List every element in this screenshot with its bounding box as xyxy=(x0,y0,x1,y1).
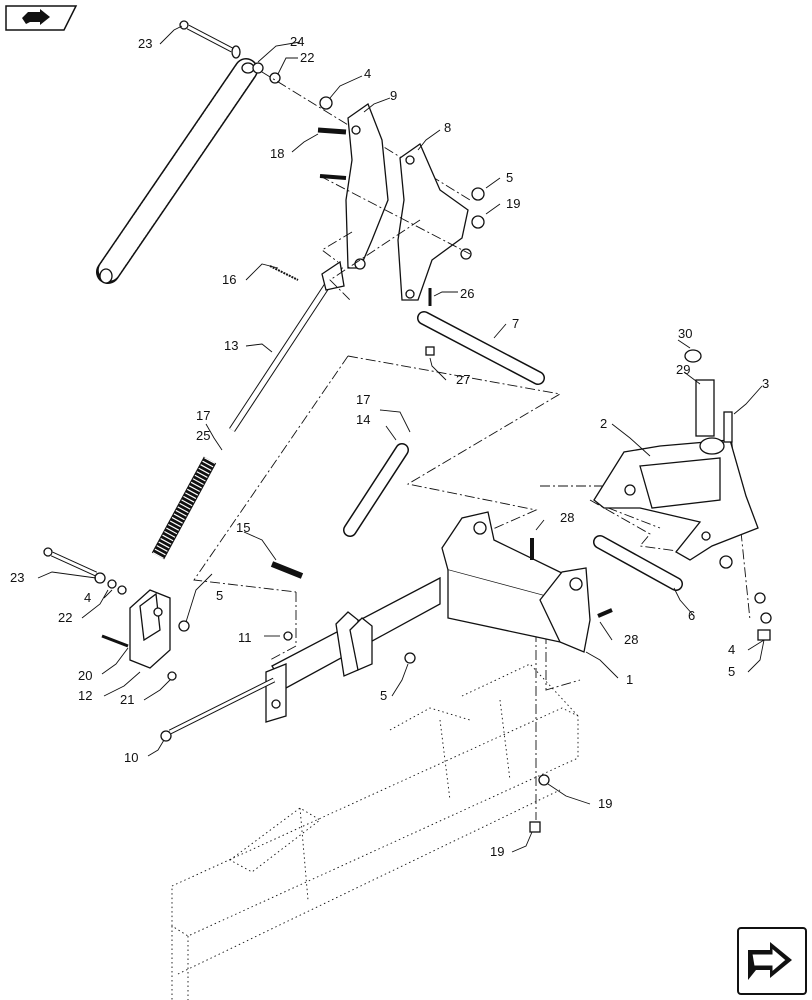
next-page-arrow-icon[interactable] xyxy=(737,927,807,995)
bolt-23-bottom xyxy=(43,547,98,577)
callout-1: 1 xyxy=(626,672,633,687)
callout-5: 5 xyxy=(380,688,387,703)
callout-22: 22 xyxy=(58,610,72,625)
callout-5: 5 xyxy=(506,170,513,185)
callout-14: 14 xyxy=(356,412,370,427)
cap-30 xyxy=(684,349,702,363)
bracket-9 xyxy=(345,102,389,270)
callout-19: 19 xyxy=(506,196,520,211)
callout-19: 19 xyxy=(598,796,612,811)
callout-16: 16 xyxy=(222,272,236,287)
main-frame-1 xyxy=(265,511,591,723)
implement-beam-outline xyxy=(171,663,579,1000)
nut-22-top xyxy=(269,72,281,84)
callout-5: 5 xyxy=(728,664,735,679)
callout-4: 4 xyxy=(84,590,91,605)
pivot-bracket-12 xyxy=(129,589,171,669)
bracket-8 xyxy=(397,143,469,301)
pin-7 xyxy=(417,311,545,385)
callout-28: 28 xyxy=(624,632,638,647)
callout-2: 2 xyxy=(600,416,607,431)
bushing-29 xyxy=(695,379,715,437)
callout-13: 13 xyxy=(224,338,238,353)
book-arrow-icon[interactable] xyxy=(5,5,78,31)
callout-18: 18 xyxy=(270,146,284,161)
nut-5-top xyxy=(471,187,485,201)
callout-11: 11 xyxy=(238,630,252,645)
callout-7: 7 xyxy=(512,316,519,331)
tension-spring xyxy=(96,58,258,284)
callout-19: 19 xyxy=(490,844,504,859)
callout-3: 3 xyxy=(762,376,769,391)
callout-8: 8 xyxy=(444,120,451,135)
nut-19-top xyxy=(471,215,485,229)
callout-6: 6 xyxy=(688,608,695,623)
bolt-23-top xyxy=(179,20,241,59)
callout-26: 26 xyxy=(460,286,474,301)
leader-lines xyxy=(37,25,765,853)
callout-4: 4 xyxy=(728,642,735,657)
compression-spring-25 xyxy=(151,456,217,560)
callout-27: 27 xyxy=(456,372,470,387)
callout-5: 5 xyxy=(216,588,223,603)
callout-21: 21 xyxy=(120,692,134,707)
link-14 xyxy=(343,443,409,537)
bolt-3 xyxy=(723,411,733,443)
callout-17: 17 xyxy=(196,408,210,423)
callout-15: 15 xyxy=(236,520,250,535)
callout-22: 22 xyxy=(300,50,314,65)
callout-23: 23 xyxy=(138,36,152,51)
callout-30: 30 xyxy=(678,326,692,341)
callout-20: 20 xyxy=(78,668,92,683)
callout-23: 23 xyxy=(10,570,24,585)
hitch-2 xyxy=(593,439,759,561)
callout-9: 9 xyxy=(390,88,397,103)
callout-29: 29 xyxy=(676,362,690,377)
callout-24: 24 xyxy=(290,34,304,49)
callout-12: 12 xyxy=(78,688,92,703)
callout-10: 10 xyxy=(124,750,138,765)
callout-25: 25 xyxy=(196,428,210,443)
washer-4-top xyxy=(319,96,333,110)
long-bolt-10 xyxy=(160,677,276,742)
callout-4: 4 xyxy=(364,66,371,81)
callout-28: 28 xyxy=(560,510,574,525)
callout-17: 17 xyxy=(356,392,370,407)
washer-24 xyxy=(252,62,264,74)
